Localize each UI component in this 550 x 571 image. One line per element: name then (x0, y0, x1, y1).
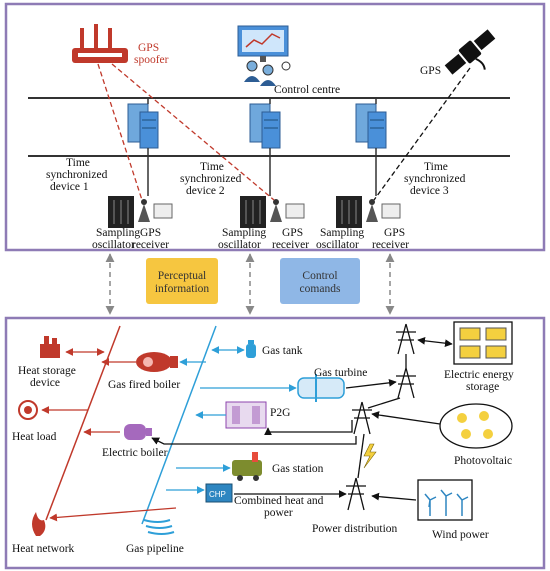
heat-storage-icon (40, 336, 60, 358)
pylon-icon-3 (352, 401, 372, 435)
sun-heat-icon (18, 400, 38, 420)
gas-turbine-icon (297, 374, 345, 402)
control-line2: comands (300, 283, 341, 295)
gas-tank-label: Gas tank (262, 345, 303, 357)
heat-storage-line2: device (30, 377, 60, 389)
device-1-line3: device 1 (50, 181, 89, 193)
chp-line2: power (264, 507, 293, 519)
device-1-line2: synchronized (46, 169, 108, 181)
gas-pipeline-label: Gas pipeline (126, 543, 184, 555)
perceptual-line2: information (155, 283, 210, 295)
device-2-line1: Time (200, 161, 224, 173)
gas-turbine-label: Gas turbine (314, 367, 367, 379)
flame-icon (32, 512, 46, 536)
perceptual-information-box (146, 258, 218, 304)
gps-link (373, 67, 471, 201)
gps-receiver-3-line1: GPS (384, 227, 405, 239)
p2g-icon (225, 401, 267, 429)
gps-receiver-1-line1: GPS (140, 227, 161, 239)
sampling-oscillator-2-line2: oscillator (218, 239, 261, 251)
wind-power-label: Wind power (432, 529, 489, 541)
device-2-line2: synchronized (180, 173, 242, 185)
gps-receiver-2-line1: GPS (282, 227, 303, 239)
chp-icon: CHP (205, 483, 233, 503)
cyber-layer-frame (4, 2, 546, 252)
gps-receiver-icon-2 (270, 199, 305, 222)
sampling-oscillator-3-line1: Sampling (320, 227, 364, 239)
gas-station-icon (232, 452, 262, 481)
gas-station-label: Gas station (272, 463, 324, 475)
svg-text:CHP: CHP (209, 490, 226, 499)
sampling-oscillator-1-line1: Sampling (96, 227, 140, 239)
router-icon (72, 24, 128, 63)
spoof-link-2 (111, 63, 275, 201)
server-icon-1 (127, 103, 159, 149)
pylon-icon-2 (396, 367, 416, 399)
sampling-oscillator-3-line2: oscillator (316, 239, 359, 251)
wind-turbine-icon (417, 479, 473, 521)
heat-storage-line1: Heat storage (18, 365, 76, 377)
electric-boiler-icon (124, 424, 152, 440)
control-line1: Control (302, 270, 337, 282)
sampling-oscillator-1-line2: oscillator (92, 239, 135, 251)
pylon-icon-1 (396, 323, 416, 355)
device-3-line3: device 3 (410, 185, 449, 197)
device-3-line2: synchronized (404, 173, 466, 185)
photovoltaic-label: Photovoltaic (454, 455, 512, 467)
perceptual-line1: Perceptual (158, 270, 207, 282)
p2g-label: P2G (270, 407, 290, 419)
server-icon-2 (249, 103, 281, 149)
pylon-icon-4 (346, 477, 366, 511)
gps-receiver-1-line2: receiver (132, 239, 169, 251)
gas-fired-boiler-label: Gas fired boiler (108, 379, 180, 391)
gas-bus (141, 325, 217, 525)
physical-layer-frame (4, 316, 546, 570)
gps-receiver-3-line2: receiver (372, 239, 409, 251)
gas-pipeline-icon (143, 519, 175, 535)
control-commands-box (280, 258, 360, 304)
power-distribution-label: Power distribution (312, 523, 398, 535)
electric-storage-line2: storage (466, 381, 499, 393)
electric-storage-line1: Electric energy (444, 369, 514, 381)
device-3-line1: Time (424, 161, 448, 173)
server-icon-3 (355, 103, 387, 149)
device-1-line1: Time (66, 157, 90, 169)
gps-receiver-2-line2: receiver (272, 239, 309, 251)
battery-icon (453, 321, 513, 365)
heat-network-label: Heat network (12, 543, 75, 555)
electric-boiler-label: Electric boiler (102, 447, 168, 459)
heat-load-label: Heat load (12, 431, 57, 443)
gas-boiler-icon (136, 352, 178, 372)
satellite-icon (444, 29, 496, 75)
gps-spoofer-label-line1: GPS (138, 42, 159, 54)
control-centre-icon (237, 25, 291, 86)
gps-label: GPS (420, 65, 441, 77)
oscillator-icon-3 (336, 196, 362, 228)
control-centre-label: Control centre (274, 84, 340, 96)
photovoltaic-icon (439, 403, 513, 449)
sampling-oscillator-2-line1: Sampling (222, 227, 266, 239)
chp-line1: Combined heat and (234, 495, 324, 507)
gas-tank-icon (246, 340, 256, 358)
gps-receiver-icon-3 (366, 199, 401, 222)
lightning-icon (363, 443, 377, 469)
oscillator-icon-2 (240, 196, 266, 228)
gps-receiver-icon-1 (138, 199, 173, 222)
oscillator-icon-1 (108, 196, 134, 228)
gps-spoofer-label-line2: spoofer (134, 54, 169, 66)
device-2-line3: device 2 (186, 185, 225, 197)
